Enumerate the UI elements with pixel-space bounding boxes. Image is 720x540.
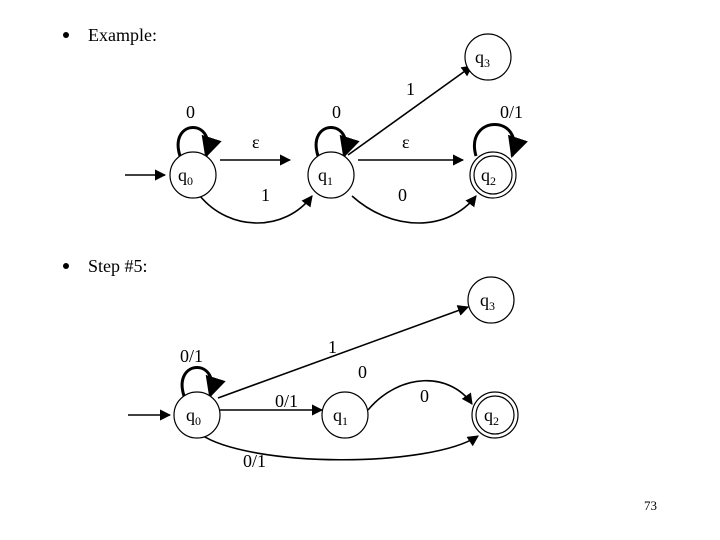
state-label: q3 (475, 47, 490, 70)
state-circle-inner (473, 155, 513, 195)
edge-label: 1 (261, 185, 270, 205)
edge-q0-q1-1 (199, 195, 313, 224)
edge-label: 0/1 (243, 451, 266, 471)
state-label: q3 (480, 290, 495, 313)
edge-label: 0 (358, 362, 367, 382)
bullet-step5: Step #5: (63, 256, 148, 276)
edge-label: 0/1 (180, 346, 203, 366)
edge-label: 0 (420, 386, 429, 406)
edge-q1-q3 (347, 65, 473, 156)
edge-label: ε (252, 132, 260, 152)
state-q0: q0 (173, 391, 221, 439)
state-label: q1 (318, 165, 333, 188)
state-label: q2 (481, 165, 496, 188)
edge-q0-q2 (199, 433, 479, 461)
diagram-example: q0 q1 q2 q3 0 0 0/1 ε ε 1 0 1 (125, 33, 528, 224)
edge-label: 0 (332, 102, 341, 122)
edge-label: 0 (186, 102, 195, 122)
edge-q0-q3 (217, 305, 470, 399)
loop-q0 (176, 126, 222, 159)
edge-label: 0/1 (275, 391, 298, 411)
bullet-dot (63, 32, 69, 38)
state-q1: q1 (307, 151, 355, 199)
bullet-step5-label: Step #5: (88, 256, 148, 276)
edge-q1-q2 (367, 379, 473, 411)
edge-label: ε (402, 132, 410, 152)
state-q0: q0 (169, 151, 217, 199)
state-circle (321, 391, 369, 439)
state-circle-inner (475, 395, 515, 435)
state-q3: q3 (467, 276, 515, 324)
state-q3: q3 (464, 33, 512, 81)
state-q1: q1 (321, 391, 369, 439)
edge-label: 0 (398, 185, 407, 205)
state-q2: q2 (469, 151, 517, 199)
page-number: 73 (644, 498, 657, 513)
state-label: q0 (178, 165, 193, 188)
diagram-step5: q0 q1 q2 q3 0/1 1 0 0/1 0 0/1 (128, 276, 519, 471)
edge-label: 0/1 (500, 102, 523, 122)
bullet-dot (63, 263, 69, 269)
loop-q1 (314, 126, 360, 159)
state-circle (467, 276, 515, 324)
state-circle (169, 151, 217, 199)
bullet-example: Example: (63, 25, 157, 45)
state-label: q0 (186, 405, 201, 428)
state-label: q2 (484, 405, 499, 428)
loop-q0 (180, 366, 226, 399)
state-q2: q2 (471, 391, 519, 439)
state-circle (464, 33, 512, 81)
state-label: q1 (333, 405, 348, 428)
bullet-example-label: Example: (88, 25, 157, 45)
edge-q1-q2-0 (351, 195, 477, 224)
state-circle (173, 391, 221, 439)
edge-label: 1 (406, 79, 415, 99)
state-circle (307, 151, 355, 199)
edge-label: 1 (328, 337, 337, 357)
loop-q2 (472, 123, 528, 158)
